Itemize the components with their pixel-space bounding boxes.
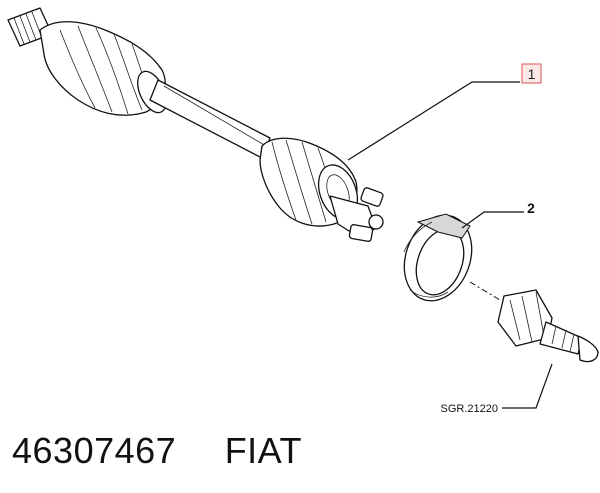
leader-line-2: [461, 211, 524, 229]
leader-line-ref: [502, 363, 553, 409]
callout-2[interactable]: 2: [527, 200, 535, 216]
callout-1-label: 1: [528, 66, 536, 82]
assembly-center-line: [469, 281, 501, 301]
part-number: 46307467: [12, 430, 177, 471]
diagram-reference-code: SGR.21220: [441, 403, 498, 415]
outer-cv-boot: [39, 21, 167, 116]
boot-clamp: [403, 213, 473, 302]
leader-line-1: [347, 81, 520, 161]
drive-shaft-assembly: [7, 7, 384, 242]
brand-name: FIAT: [224, 430, 303, 471]
inner-joint-housing: [497, 289, 599, 363]
callout-1[interactable]: 1: [521, 63, 542, 84]
callout-2-label: 2: [527, 200, 535, 216]
tripod-joint: [329, 187, 384, 242]
axle-shaft: [149, 79, 271, 159]
part-number-caption: 46307467 FIAT: [12, 430, 302, 472]
